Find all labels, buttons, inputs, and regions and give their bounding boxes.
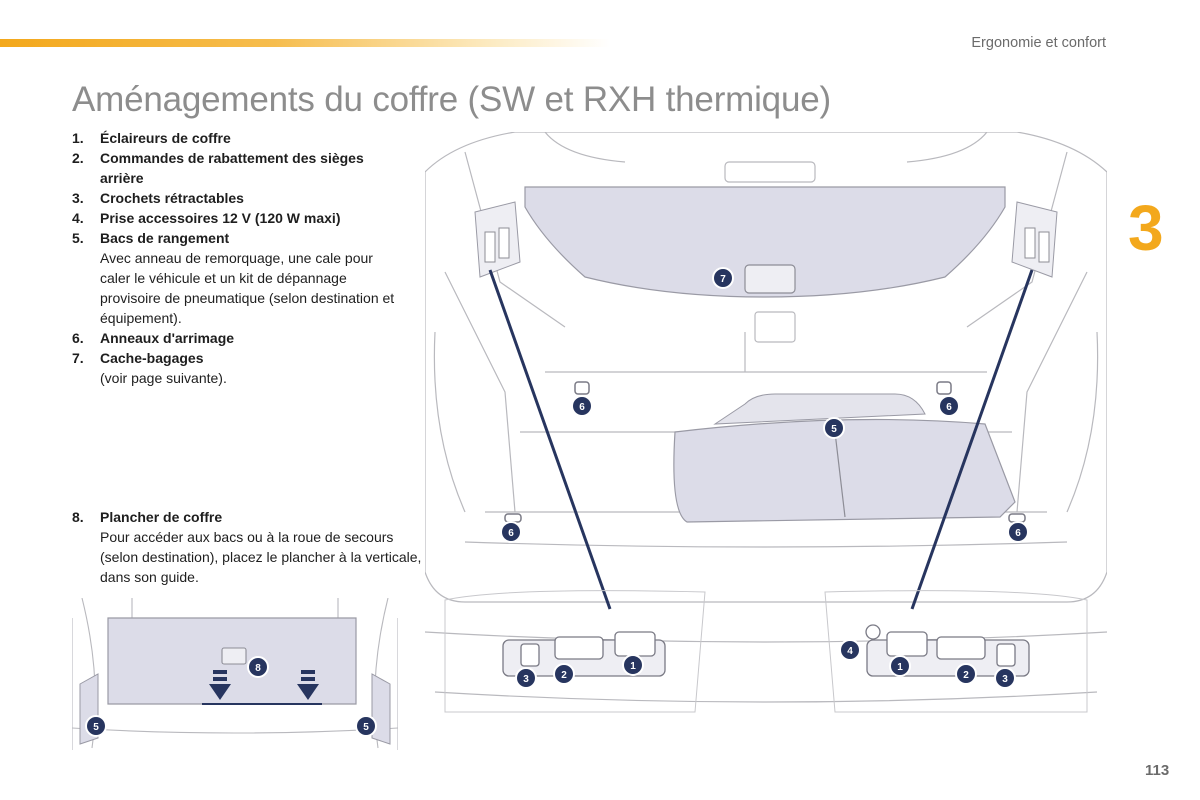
item-title: Éclaireurs de coffre (100, 130, 231, 146)
item-number: 8. (72, 509, 84, 525)
list-item: 4. Prise accessoires 12 V (120 W maxi) (72, 208, 402, 228)
item-number: 1. (72, 130, 84, 146)
svg-text:2: 2 (561, 670, 567, 681)
callout-5: 5 (355, 715, 377, 737)
item-title: Cache-bagages (100, 350, 204, 366)
item-title: Plancher de coffre (100, 509, 223, 525)
item-title: Prise accessoires 12 V (120 W maxi) (100, 210, 341, 226)
callout-6: 6 (1007, 521, 1029, 543)
svg-text:7: 7 (720, 274, 726, 285)
callout-3: 3 (994, 667, 1016, 689)
callout-2: 2 (955, 663, 977, 685)
trunk-illustration: 7 6 6 5 6 6 3 2 1 4 1 2 3 (425, 132, 1107, 750)
floor-item: 8. Plancher de coffre Pour accéder aux b… (72, 507, 430, 587)
item-number: 2. (72, 150, 84, 166)
svg-text:1: 1 (630, 661, 636, 672)
callout-5: 5 (823, 417, 845, 439)
callout-6: 6 (571, 395, 593, 417)
svg-text:8: 8 (255, 663, 261, 674)
callout-1: 1 (622, 654, 644, 676)
svg-text:6: 6 (579, 402, 585, 413)
callout-4: 4 (839, 639, 861, 661)
header-accent-bar (0, 39, 610, 47)
item-description: Avec anneau de remorquage, une cale pour… (100, 250, 395, 326)
list-item: 3. Crochets rétractables (72, 188, 402, 208)
svg-text:5: 5 (93, 722, 99, 733)
item-number: 3. (72, 190, 84, 206)
floor-illustration: 8 5 5 (72, 598, 398, 750)
item-number: 4. (72, 210, 84, 226)
item-description: (voir page suivante). (100, 370, 227, 386)
item-list: 1. Éclaireurs de coffre 2. Commandes de ra… (72, 128, 402, 388)
item-title: Crochets rétractables (100, 190, 244, 206)
chapter-number: 3 (1128, 192, 1164, 264)
page-number: 113 (1145, 762, 1170, 779)
page-title: Aménagements du coffre (SW et RXH thermi… (72, 80, 831, 119)
svg-text:3: 3 (1002, 674, 1008, 685)
item-number: 6. (72, 330, 84, 346)
callout-5: 5 (85, 715, 107, 737)
callout-3: 3 (515, 667, 537, 689)
item-description: Pour accéder aux bacs ou à la roue de se… (100, 529, 422, 585)
callout-1: 1 (889, 655, 911, 677)
section-name: Ergonomie et confort (971, 35, 1106, 51)
floor-drawing: 8 5 5 (72, 598, 398, 750)
item-title: Anneaux d'arrimage (100, 330, 235, 346)
item-title: Bacs de rangement (100, 230, 230, 246)
svg-text:1: 1 (897, 662, 903, 673)
trunk-drawing: 7 6 6 5 6 6 3 2 1 4 1 2 3 (425, 132, 1107, 713)
list-item: 1. Éclaireurs de coffre (72, 128, 402, 148)
list-item: 2. Commandes de rabattement des sièges ar… (72, 148, 402, 188)
svg-text:5: 5 (831, 424, 837, 435)
item-title: Commandes de rabattement des sièges arri… (100, 150, 364, 186)
callout-8: 8 (247, 656, 269, 678)
svg-text:4: 4 (847, 646, 853, 657)
svg-text:6: 6 (1015, 528, 1021, 539)
svg-text:5: 5 (363, 722, 369, 733)
callout-6: 6 (938, 395, 960, 417)
item-number: 7. (72, 350, 84, 366)
svg-text:3: 3 (523, 674, 529, 685)
callout-7: 7 (712, 267, 734, 289)
item-number: 5. (72, 230, 84, 246)
list-item: 6. Anneaux d'arrimage (72, 328, 402, 348)
callout-2: 2 (553, 663, 575, 685)
svg-text:6: 6 (946, 402, 952, 413)
callout-6: 6 (500, 521, 522, 543)
svg-text:2: 2 (963, 670, 969, 681)
list-item: 7. Cache-bagages (voir page suivante). (72, 348, 402, 388)
svg-text:6: 6 (508, 528, 514, 539)
